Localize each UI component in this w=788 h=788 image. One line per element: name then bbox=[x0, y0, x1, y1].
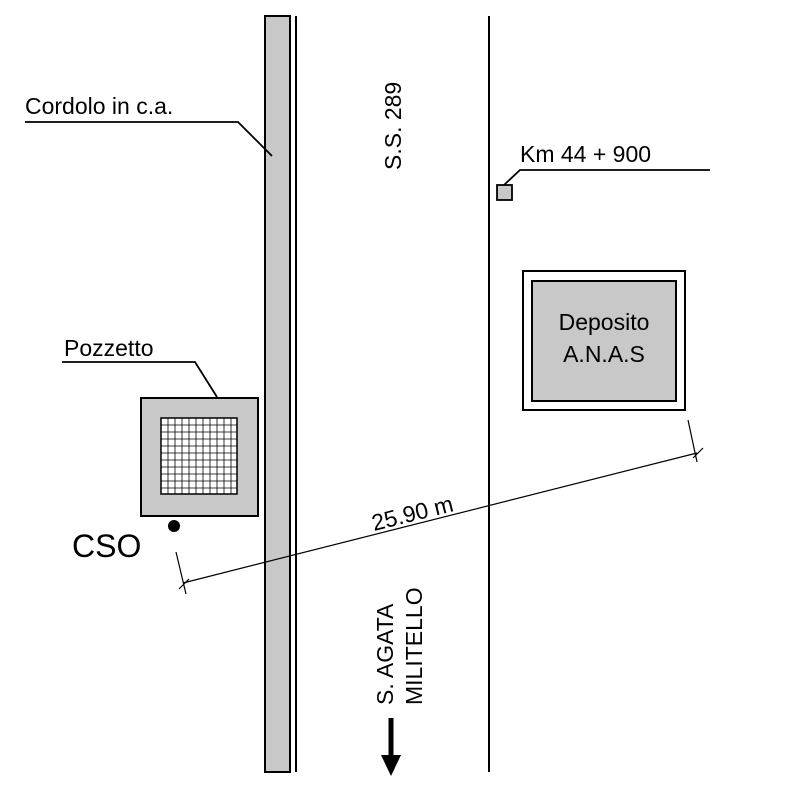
dimension-line bbox=[182, 452, 698, 584]
pozzetto-label: Pozzetto bbox=[64, 335, 154, 361]
cordolo-curb bbox=[264, 15, 297, 773]
distance-label: 25.90 m bbox=[369, 491, 456, 536]
cso-dot bbox=[168, 520, 180, 532]
km-marker-square bbox=[496, 184, 513, 201]
pozzetto: Pozzetto bbox=[62, 335, 259, 517]
km-marker: Km 44 + 900 bbox=[496, 141, 710, 201]
road-name-label: S.S. 289 bbox=[380, 82, 406, 170]
direction-indicator: S. AGATA MILITELLO bbox=[372, 587, 427, 776]
deposito-label-line1: Deposito bbox=[559, 309, 650, 335]
cso-point: CSO bbox=[72, 520, 180, 564]
direction-label-line2: MILITELLO bbox=[401, 587, 427, 705]
cordolo-label: Cordolo in c.a. bbox=[25, 93, 173, 119]
km-marker-label: Km 44 + 900 bbox=[520, 141, 651, 167]
pozzetto-grate bbox=[160, 417, 238, 495]
deposito-building: Deposito A.N.A.S bbox=[522, 270, 686, 411]
direction-arrow-icon bbox=[381, 755, 401, 776]
direction-label-line1: S. AGATA bbox=[372, 603, 398, 705]
cso-label: CSO bbox=[72, 528, 141, 564]
cordolo-callout: Cordolo in c.a. bbox=[25, 93, 273, 157]
deposito-label-line2: A.N.A.S bbox=[563, 341, 645, 367]
